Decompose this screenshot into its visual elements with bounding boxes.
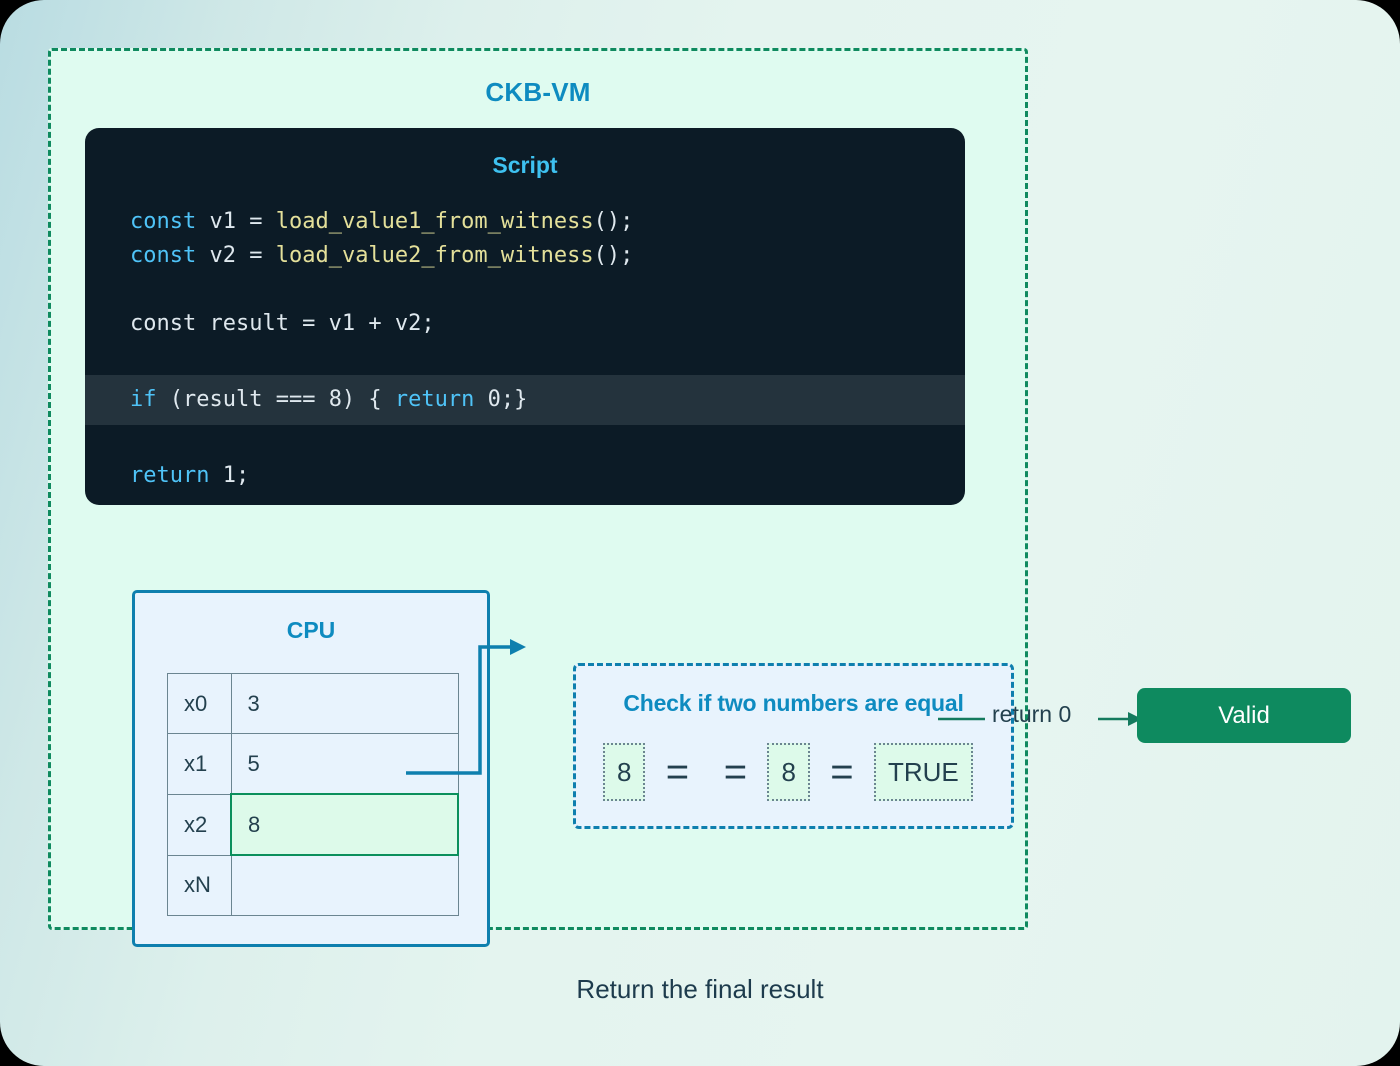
code-token: (result === 8) {	[169, 387, 395, 412]
code-token: const	[130, 209, 210, 234]
code-token: if	[130, 387, 170, 412]
register-name: x1	[167, 733, 232, 795]
register-value	[230, 854, 459, 916]
return-zero-label: return 0	[992, 701, 1072, 727]
diagram-caption: Return the final result	[576, 974, 824, 1004]
equality-check-title: Check if two numbers are equal	[623, 690, 964, 716]
code-token: ();	[593, 243, 634, 268]
equality-expression: 8 = = 8 = TRUE	[603, 743, 973, 801]
code-line: const v2 = load_value2_from_witness();	[85, 239, 965, 273]
script-code-body: const v1 = load_value1_from_witness();co…	[85, 205, 965, 493]
equals-sign-icon: =	[723, 750, 748, 794]
register-value: 5	[230, 733, 459, 795]
equality-operand-chip: 8	[603, 743, 646, 801]
register-value: 8	[230, 793, 459, 856]
code-token: return	[394, 387, 488, 412]
equals-sign-icon: =	[665, 750, 690, 794]
register-name: x0	[167, 673, 232, 734]
code-token: 0;}	[487, 387, 528, 412]
register-name: x2	[167, 793, 232, 856]
code-line: const result = v1 + v2;	[85, 307, 965, 341]
code-token: const result = v1 + v2;	[130, 311, 435, 336]
valid-status-badge: Valid	[1137, 688, 1351, 743]
ckb-vm-container: CKB-VM Script const v1 = load_value1_fro…	[48, 48, 1028, 947]
ckb-vm-title: CKB-VM	[485, 77, 591, 107]
script-code-card: Script const v1 = load_value1_from_witne…	[85, 128, 965, 505]
equality-operand-chip: 8	[767, 743, 810, 801]
code-token: v2 =	[209, 243, 276, 268]
code-token: return	[130, 463, 223, 488]
equality-operand-chip: TRUE	[873, 743, 973, 801]
code-token: ();	[593, 209, 634, 234]
code-token: load_value1_from_witness	[275, 209, 594, 234]
code-token: load_value2_from_witness	[275, 243, 594, 268]
code-token: const	[130, 243, 210, 268]
register-name: xN	[167, 854, 232, 916]
code-token: v1 =	[209, 209, 276, 234]
code-line: return 1;	[85, 459, 965, 493]
register-value: 3	[230, 673, 459, 734]
code-line: if (result === 8) { return 0;}	[85, 375, 965, 425]
code-line	[85, 425, 965, 459]
code-line	[85, 341, 965, 375]
script-title: Script	[492, 152, 558, 178]
cpu-title: CPU	[286, 617, 336, 643]
register-row: xN	[167, 854, 459, 916]
code-line	[85, 273, 965, 307]
code-token: 1;	[222, 463, 250, 488]
equals-sign-icon: =	[830, 750, 854, 794]
equality-check-container: Check if two numbers are equal 8 = = 8 = TRUE	[573, 663, 1014, 829]
code-line: const v1 = load_value1_from_witness();	[85, 205, 965, 239]
